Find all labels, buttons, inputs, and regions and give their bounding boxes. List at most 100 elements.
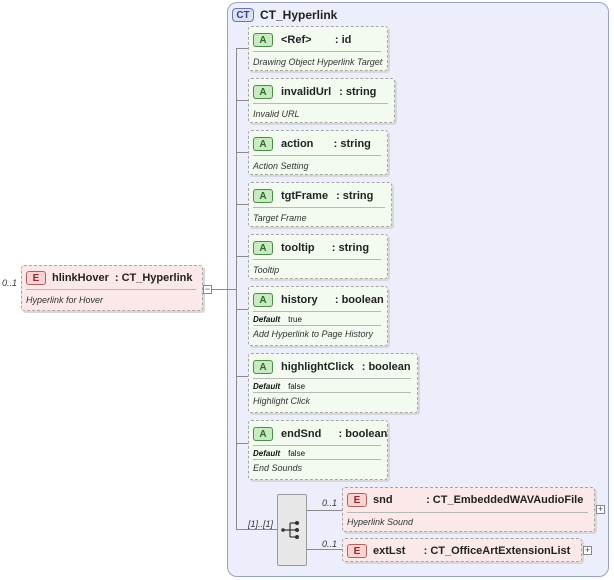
attribute-badge: A (253, 360, 273, 374)
attribute-type: : boolean (361, 361, 411, 373)
divider (253, 259, 381, 260)
root-element-name: hlinkHover (52, 272, 109, 284)
attribute-action[interactable]: A action : string Action Setting (248, 130, 388, 175)
divider (253, 51, 381, 52)
divider (347, 512, 588, 513)
attribute-badge: A (253, 293, 273, 307)
attribute-doc: Highlight Click (253, 396, 311, 406)
attribute-type: : boolean (338, 428, 388, 440)
element-badge: E (347, 493, 367, 507)
attribute-type: : string (339, 86, 377, 98)
connector-line (236, 48, 248, 49)
expand-icon[interactable]: + (596, 504, 605, 514)
connector-line (307, 549, 342, 550)
connector-line (236, 256, 248, 257)
element-name: snd (373, 494, 421, 506)
attribute-doc: Tooltip (253, 265, 280, 275)
tree-connector-line (236, 48, 237, 529)
attribute-default: Default false (253, 449, 305, 458)
default-value: true (288, 315, 302, 324)
connector-line (227, 289, 236, 290)
connector-line (212, 289, 227, 290)
element-type: : CT_OfficeArtExtensionList (423, 545, 571, 557)
attribute-tgtframe[interactable]: A tgtFrame : string Target Frame (248, 182, 392, 227)
complex-type-badge: CT (232, 8, 254, 22)
sequence-multiplicity: [1]..[1] (248, 519, 274, 529)
complex-type-name: CT_Hyperlink (260, 8, 338, 22)
attribute-ref[interactable]: A <Ref> : id Drawing Object Hyperlink Ta… (248, 26, 388, 71)
attribute-type: : string (333, 138, 371, 150)
root-element-doc: Hyperlink for Hover (26, 295, 104, 305)
attribute-name: history (281, 294, 327, 306)
divider (253, 311, 381, 312)
attribute-name: action (281, 138, 326, 150)
divider (253, 378, 411, 379)
attribute-type: : string (336, 190, 374, 202)
connector-line (236, 443, 248, 444)
connector-line (236, 152, 248, 153)
divider (253, 155, 381, 156)
complex-type-header: CT CT_Hyperlink (232, 6, 337, 24)
sequence-icon (281, 521, 299, 539)
attribute-type: : id (334, 34, 352, 46)
element-badge: E (26, 271, 46, 285)
attribute-type: : string (331, 242, 370, 254)
attribute-type: : boolean (334, 294, 384, 306)
connector-line (236, 204, 248, 205)
attribute-name: invalidUrl (281, 86, 332, 98)
connector-line (236, 529, 277, 530)
attribute-name: highlightClick (281, 361, 354, 373)
element-extlst[interactable]: E extLst : CT_OfficeArtExtensionList (342, 538, 582, 562)
divider (253, 392, 411, 393)
attribute-default: Default false (253, 382, 305, 391)
default-value: false (288, 382, 306, 391)
attribute-doc: Invalid URL (253, 109, 300, 119)
collapse-icon[interactable]: − (203, 284, 212, 294)
element-badge: E (347, 544, 367, 558)
root-element-type: : CT_Hyperlink (114, 272, 193, 284)
root-element-hlinkhover[interactable]: E hlinkHover : CT_Hyperlink Hyperlink fo… (21, 265, 203, 311)
attribute-name: tgtFrame (281, 190, 329, 202)
divider (253, 207, 385, 208)
divider (253, 103, 388, 104)
connector-line (236, 309, 248, 310)
expand-icon[interactable]: + (583, 545, 592, 555)
attribute-doc: Action Setting (253, 161, 309, 171)
divider (26, 289, 196, 290)
child-multiplicity: 0..1 (322, 498, 338, 508)
attribute-name: tooltip (281, 242, 324, 254)
connector-line (236, 376, 248, 377)
attribute-badge: A (253, 137, 273, 151)
attribute-default: Default true (253, 315, 302, 324)
child-multiplicity: 0..1 (322, 539, 338, 549)
default-value: false (288, 449, 306, 458)
sequence-compositor[interactable] (277, 494, 307, 566)
default-label: Default (253, 449, 281, 458)
divider (253, 325, 381, 326)
attribute-badge: A (253, 33, 273, 47)
element-name: extLst (373, 545, 418, 557)
connector-line (236, 100, 248, 101)
default-label: Default (253, 315, 281, 324)
attribute-doc: Target Frame (253, 213, 307, 223)
attribute-invalidurl[interactable]: A invalidUrl : string Invalid URL (248, 78, 395, 123)
attribute-history[interactable]: A history : boolean Default true Add Hype… (248, 286, 388, 346)
attribute-badge: A (253, 189, 273, 203)
attribute-name: <Ref> (281, 34, 327, 46)
attribute-doc: End Sounds (253, 463, 303, 473)
element-type: : CT_EmbeddedWAVAudioFile (426, 494, 584, 506)
root-multiplicity: 0..1 (2, 278, 18, 288)
element-doc: Hyperlink Sound (347, 517, 414, 527)
attribute-badge: A (253, 85, 273, 99)
element-snd[interactable]: E snd : CT_EmbeddedWAVAudioFile Hyperlin… (342, 487, 595, 532)
attribute-badge: A (253, 241, 273, 255)
attribute-badge: A (253, 427, 273, 441)
divider (253, 459, 381, 460)
default-label: Default (253, 382, 281, 391)
divider (253, 445, 381, 446)
attribute-doc: Add Hyperlink to Page History (253, 329, 374, 339)
attribute-doc: Drawing Object Hyperlink Target (253, 57, 383, 67)
attribute-tooltip[interactable]: A tooltip : string Tooltip (248, 234, 388, 279)
